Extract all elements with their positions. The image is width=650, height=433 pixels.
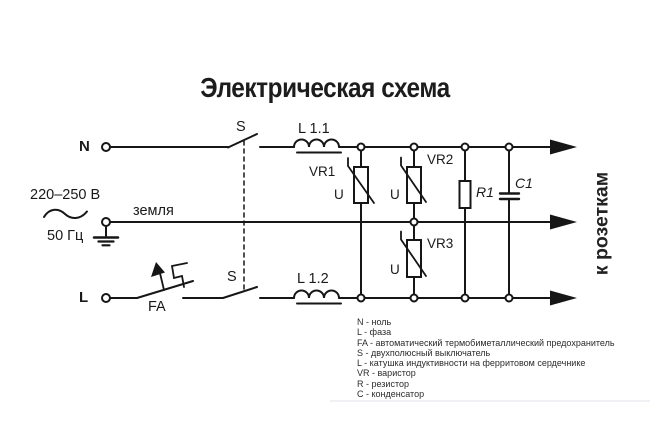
fuse-label: FA (148, 299, 166, 315)
varistor1-label: VR1 (309, 164, 336, 179)
switch-top-label: S (236, 119, 246, 135)
output-arrow-neutral (550, 139, 577, 155)
earth-symbol (92, 225, 120, 247)
varistor2-label: VR2 (427, 152, 454, 167)
inductor-bottom-coil (293, 289, 340, 299)
ground-line (43, 208, 577, 247)
page-edge-artifact (330, 400, 650, 402)
neutral-line (101, 133, 577, 155)
bimetal-element (171, 265, 185, 288)
fuse-blade (136, 280, 194, 299)
voltage-label: 220–250 В (30, 187, 101, 203)
page-title: Электрическая схема (200, 72, 450, 103)
legend-item: R - резистор (357, 378, 409, 389)
fuse-release-arrow-icon (151, 262, 165, 277)
varistor3-label: VR3 (427, 236, 454, 251)
terminal-phase (101, 293, 111, 303)
switch-blade-top (227, 133, 258, 149)
varistor-vr2-symbol (400, 150, 427, 220)
terminal-neutral (101, 142, 111, 152)
resistor-label: R1 (476, 184, 494, 200)
legend: N - ноль L - фаза FA - автоматический те… (357, 317, 615, 399)
output-arrow-ground (550, 214, 577, 230)
phase-line (101, 262, 577, 306)
output-sockets-label: к розеткам (590, 171, 613, 276)
legend-item: L - катушка индуктивности на ферритовом … (357, 358, 586, 369)
legend-item: C - конденсатор (357, 389, 425, 400)
switch-bottom-label: S (227, 269, 237, 285)
varistor2-u-label: U (390, 187, 400, 202)
inductor-bottom-label: L 1.2 (297, 271, 329, 287)
legend-item: L - фаза (357, 327, 392, 338)
neutral-terminal-label: N (79, 138, 90, 155)
legend-item: S - двухполюсный выключатель (357, 347, 491, 358)
terminal-ground (101, 217, 111, 227)
legend-item: FA - автоматический термобиметаллический… (357, 337, 615, 348)
junction-dots (356, 142, 514, 303)
ac-tilde-icon (43, 208, 88, 219)
thermal-fuse-symbol (136, 262, 194, 299)
output-arrow-phase (550, 290, 577, 306)
resistor-r1-symbol (458, 150, 472, 296)
varistor3-u-label: U (390, 262, 400, 277)
varistor1-u-label: U (334, 187, 344, 202)
varistor-vr3-symbol (400, 225, 427, 296)
capacitor-label: C1 (515, 175, 533, 191)
switch-blade-bottom (222, 286, 258, 299)
legend-item: N - ноль (357, 317, 392, 327)
legend-item: VR - варистор (357, 368, 416, 379)
capacitor-c1-symbol (498, 150, 521, 296)
inductor-top-label: L 1.1 (298, 121, 330, 137)
frequency-label: 50 Гц (47, 228, 84, 244)
inductor-top-coil (293, 138, 340, 148)
ground-line-label: земля (133, 203, 174, 219)
varistor-vr1-symbol (347, 150, 375, 296)
phase-terminal-label: L (79, 289, 89, 306)
